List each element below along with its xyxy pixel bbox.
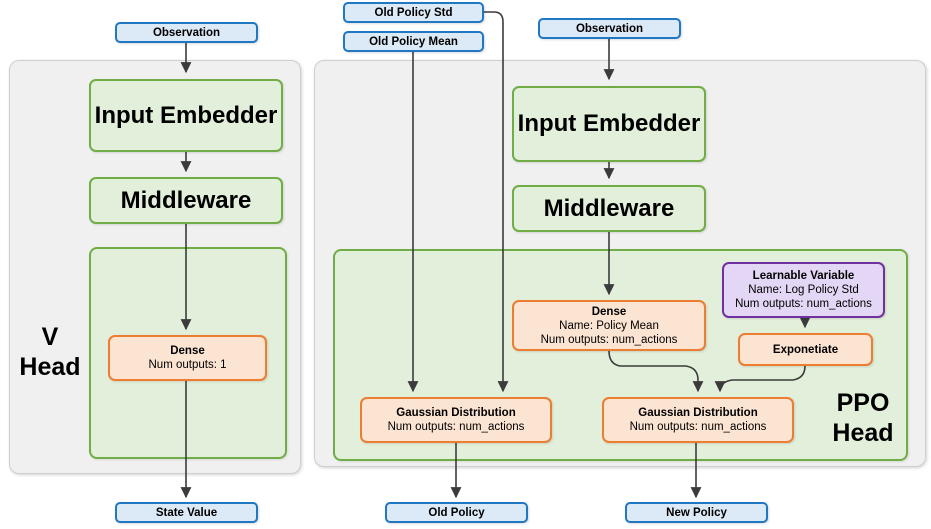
v-middleware-label: Middleware (120, 186, 252, 214)
ppo-exponetiate-title: Exponetiate (772, 343, 839, 356)
output-old-policy[interactable]: Old Policy (385, 502, 528, 523)
output-state-value[interactable]: State Value (115, 502, 258, 523)
ppo-middleware-node[interactable]: Middleware (512, 185, 706, 232)
ppo-learnable-variable-name: Name: Log Policy Std (748, 284, 859, 296)
input-old-policy-std[interactable]: Old Policy Std (343, 2, 484, 23)
ppo-input-embedder-label: Input Embedder (517, 110, 701, 137)
ppo-head-label-line1: PPO (836, 389, 890, 417)
ppo-learnable-variable-num-outputs: Num outputs: num_actions (735, 298, 872, 310)
v-head-label-line1: V (41, 323, 59, 351)
ppo-gaussian-new-title: Gaussian Distribution (638, 407, 758, 419)
ppo-dense-num-outputs: Num outputs: num_actions (540, 333, 678, 346)
input-observation-v[interactable]: Observation (115, 22, 258, 43)
v-dense-node[interactable]: Dense Num outputs: 1 (108, 335, 267, 381)
v-input-embedder-label: Input Embedder (94, 101, 278, 129)
v-middleware-node[interactable]: Middleware (89, 177, 283, 224)
v-dense-title: Dense (170, 345, 205, 357)
v-dense-num-outputs: Num outputs: 1 (148, 359, 227, 371)
ppo-head-label-line2: Head (832, 419, 894, 447)
v-input-embedder-node[interactable]: Input Embedder (89, 79, 283, 152)
ppo-gaussian-old-title: Gaussian Distribution (396, 407, 516, 419)
ppo-dense-name: Name: Policy Mean (559, 319, 659, 332)
ppo-gaussian-new-num-outputs: Num outputs: num_actions (629, 421, 767, 433)
ppo-middleware-label: Middleware (543, 194, 675, 222)
ppo-gaussian-new-node[interactable]: Gaussian Distribution Num outputs: num_a… (602, 397, 794, 443)
ppo-dense-title: Dense (591, 305, 627, 318)
v-head-label: V Head (14, 322, 86, 382)
output-new-policy[interactable]: New Policy (625, 502, 768, 523)
v-head-label-line2: Head (19, 353, 81, 381)
ppo-exponetiate-node[interactable]: Exponetiate (738, 333, 873, 366)
ppo-learnable-variable-title: Learnable Variable (752, 270, 855, 282)
ppo-head-label: PPO Head (822, 388, 904, 448)
ppo-gaussian-old-num-outputs: Num outputs: num_actions (387, 421, 525, 433)
input-old-policy-mean[interactable]: Old Policy Mean (343, 31, 484, 52)
ppo-dense-policy-mean-node[interactable]: Dense Name: Policy Mean Num outputs: num… (512, 300, 706, 351)
ppo-learnable-variable-node[interactable]: Learnable Variable Name: Log Policy Std … (722, 262, 885, 318)
ppo-gaussian-old-node[interactable]: Gaussian Distribution Num outputs: num_a… (360, 397, 552, 443)
ppo-input-embedder-node[interactable]: Input Embedder (512, 86, 706, 162)
input-observation-ppo[interactable]: Observation (538, 18, 681, 39)
